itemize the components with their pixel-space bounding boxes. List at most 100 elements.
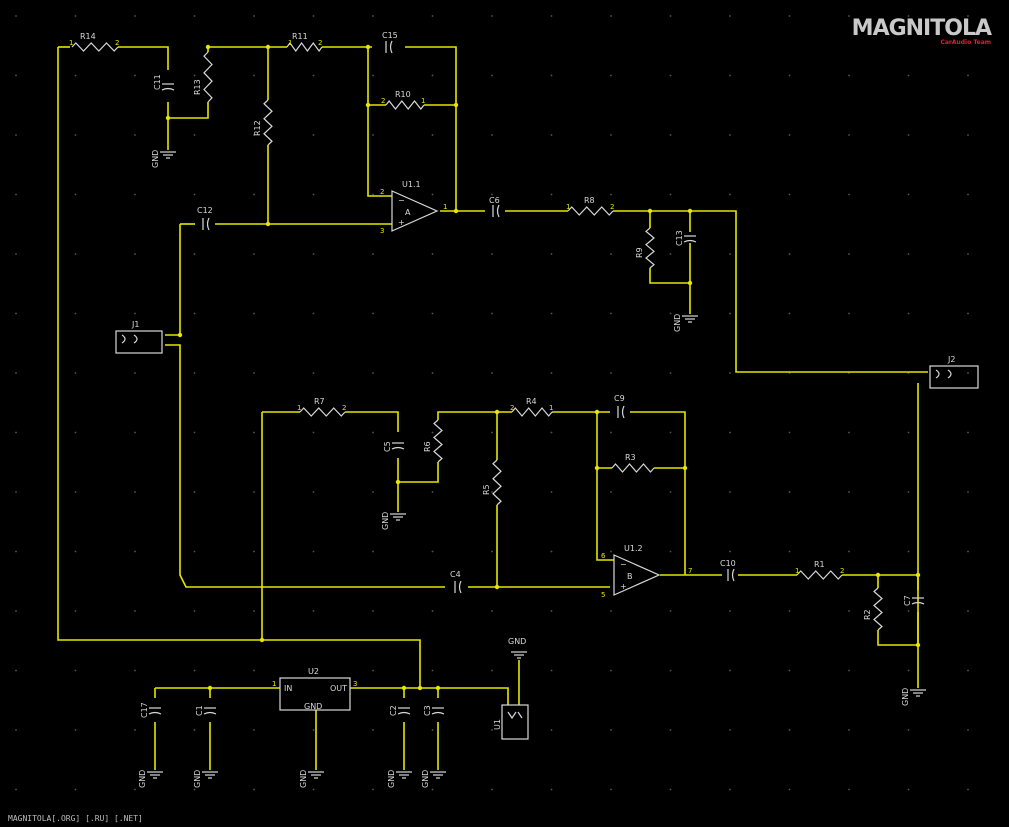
wire bbox=[877, 630, 918, 646]
capacitor-C2 bbox=[397, 707, 411, 715]
capacitor-label-C6: C6 bbox=[489, 196, 500, 205]
capacitor-label-C4: C4 bbox=[450, 570, 461, 579]
resistor-zigzag bbox=[203, 51, 213, 103]
pin-number: 3 bbox=[380, 227, 384, 235]
pin-number: 1 bbox=[549, 404, 553, 412]
junction-dot bbox=[594, 465, 600, 471]
ground-label: GND bbox=[193, 770, 202, 788]
resistor-R13 bbox=[203, 51, 213, 103]
op-amp-noninverting: + bbox=[398, 218, 405, 227]
wire bbox=[630, 411, 686, 575]
ground-label: GND bbox=[901, 688, 910, 706]
capacitor-C15 bbox=[385, 40, 393, 54]
cap-plate-curved bbox=[389, 40, 393, 54]
regulator-U2 bbox=[279, 677, 351, 711]
connector-pins bbox=[935, 369, 952, 379]
op-amp-B bbox=[613, 554, 661, 596]
components bbox=[71, 40, 979, 779]
ground-symbol bbox=[682, 315, 698, 323]
junction-dot bbox=[365, 44, 371, 50]
op-amp-unit: B bbox=[627, 572, 633, 581]
resistor-zigzag bbox=[567, 206, 614, 216]
connector-J2 bbox=[929, 365, 979, 389]
pin-number: 2 bbox=[380, 188, 384, 196]
op-amp-ref: U1.1 bbox=[402, 180, 421, 189]
cap-plate-curved bbox=[621, 405, 625, 419]
junction-dot bbox=[682, 465, 688, 471]
junction-dot bbox=[494, 409, 500, 415]
pin-number: 2 bbox=[342, 404, 346, 412]
resistor-R10 bbox=[385, 100, 425, 110]
labels: R14R13R11R12R10R8R9R7R6R5R4R3R1R2C11C15C… bbox=[69, 31, 955, 788]
junction-dot bbox=[915, 642, 921, 648]
capacitor-C6 bbox=[492, 204, 500, 218]
ground-label: GND bbox=[421, 770, 430, 788]
junction-dot bbox=[594, 409, 600, 415]
regulator-out: OUT bbox=[330, 684, 347, 693]
ground-symbol bbox=[160, 151, 176, 159]
capacitor-C5 bbox=[391, 442, 405, 450]
wire bbox=[596, 468, 614, 561]
pin-number: 1 bbox=[443, 203, 447, 211]
junction-dot bbox=[205, 44, 211, 50]
resistor-zigzag bbox=[492, 459, 502, 506]
u1-pins bbox=[507, 711, 523, 720]
cap-plate-curved bbox=[206, 217, 210, 231]
resistor-R2 bbox=[873, 587, 883, 631]
junction-dot bbox=[265, 221, 271, 227]
wire bbox=[57, 47, 421, 688]
connector-body bbox=[929, 365, 979, 389]
connector-body bbox=[115, 330, 163, 354]
wire bbox=[649, 243, 691, 284]
wires bbox=[57, 44, 928, 770]
ground-label: GND bbox=[138, 770, 147, 788]
op-amp-triangle bbox=[391, 190, 439, 232]
ground-label-u1: GND bbox=[508, 637, 526, 646]
resistor-label-R4: R4 bbox=[526, 397, 537, 406]
capacitor-label-C1: C1 bbox=[195, 705, 204, 716]
pin-number: 1 bbox=[69, 39, 73, 47]
cap-plate-curved bbox=[161, 87, 175, 91]
regulator-gnd: GND bbox=[304, 702, 322, 711]
wire bbox=[118, 46, 169, 70]
ground-symbol bbox=[390, 513, 406, 521]
wire bbox=[167, 102, 209, 119]
resistor-label-R8: R8 bbox=[584, 196, 595, 205]
op-amp-inverting: − bbox=[620, 560, 627, 569]
cap-plate-curved bbox=[731, 568, 735, 582]
pin-number: 1 bbox=[566, 203, 570, 211]
footer-text: MAGNITOLA[.ORG] [.RU] [.NET] bbox=[8, 814, 143, 823]
ground-symbol bbox=[396, 771, 412, 779]
resistor-zigzag bbox=[645, 227, 655, 269]
wire bbox=[207, 46, 287, 52]
resistor-zigzag bbox=[511, 407, 553, 417]
logo-subtext: CarAudio Team bbox=[940, 39, 991, 46]
pin-number: 3 bbox=[353, 680, 357, 688]
connector-J1 bbox=[115, 330, 163, 354]
cap-plate-curved bbox=[496, 204, 500, 218]
resistor-label-R10: R10 bbox=[395, 90, 411, 99]
capacitor-label-C5: C5 bbox=[383, 441, 392, 452]
capacitor-C13 bbox=[683, 235, 697, 243]
pin-number: 7 bbox=[688, 567, 692, 575]
resistor-R1 bbox=[796, 570, 843, 580]
resistor-label-R14: R14 bbox=[80, 32, 96, 41]
cap-plate-curved bbox=[683, 239, 697, 243]
regulator-body bbox=[279, 677, 351, 711]
capacitor-C9 bbox=[617, 405, 625, 419]
cap-plate-curved bbox=[458, 580, 462, 594]
capacitor-C7 bbox=[911, 597, 925, 605]
pin-number: 1 bbox=[297, 404, 301, 412]
cap-plate-curved bbox=[148, 711, 162, 715]
wire bbox=[165, 344, 445, 588]
component-U1 bbox=[501, 704, 529, 740]
resistor-zigzag bbox=[299, 407, 346, 417]
capacitor-C11 bbox=[161, 83, 175, 91]
op-amp-A bbox=[391, 190, 439, 232]
resistor-zigzag bbox=[286, 41, 323, 53]
cap-plate-curved bbox=[391, 446, 405, 450]
resistor-R5 bbox=[492, 459, 502, 506]
capacitor-label-C17: C17 bbox=[140, 702, 149, 718]
junction-dot bbox=[687, 280, 693, 286]
